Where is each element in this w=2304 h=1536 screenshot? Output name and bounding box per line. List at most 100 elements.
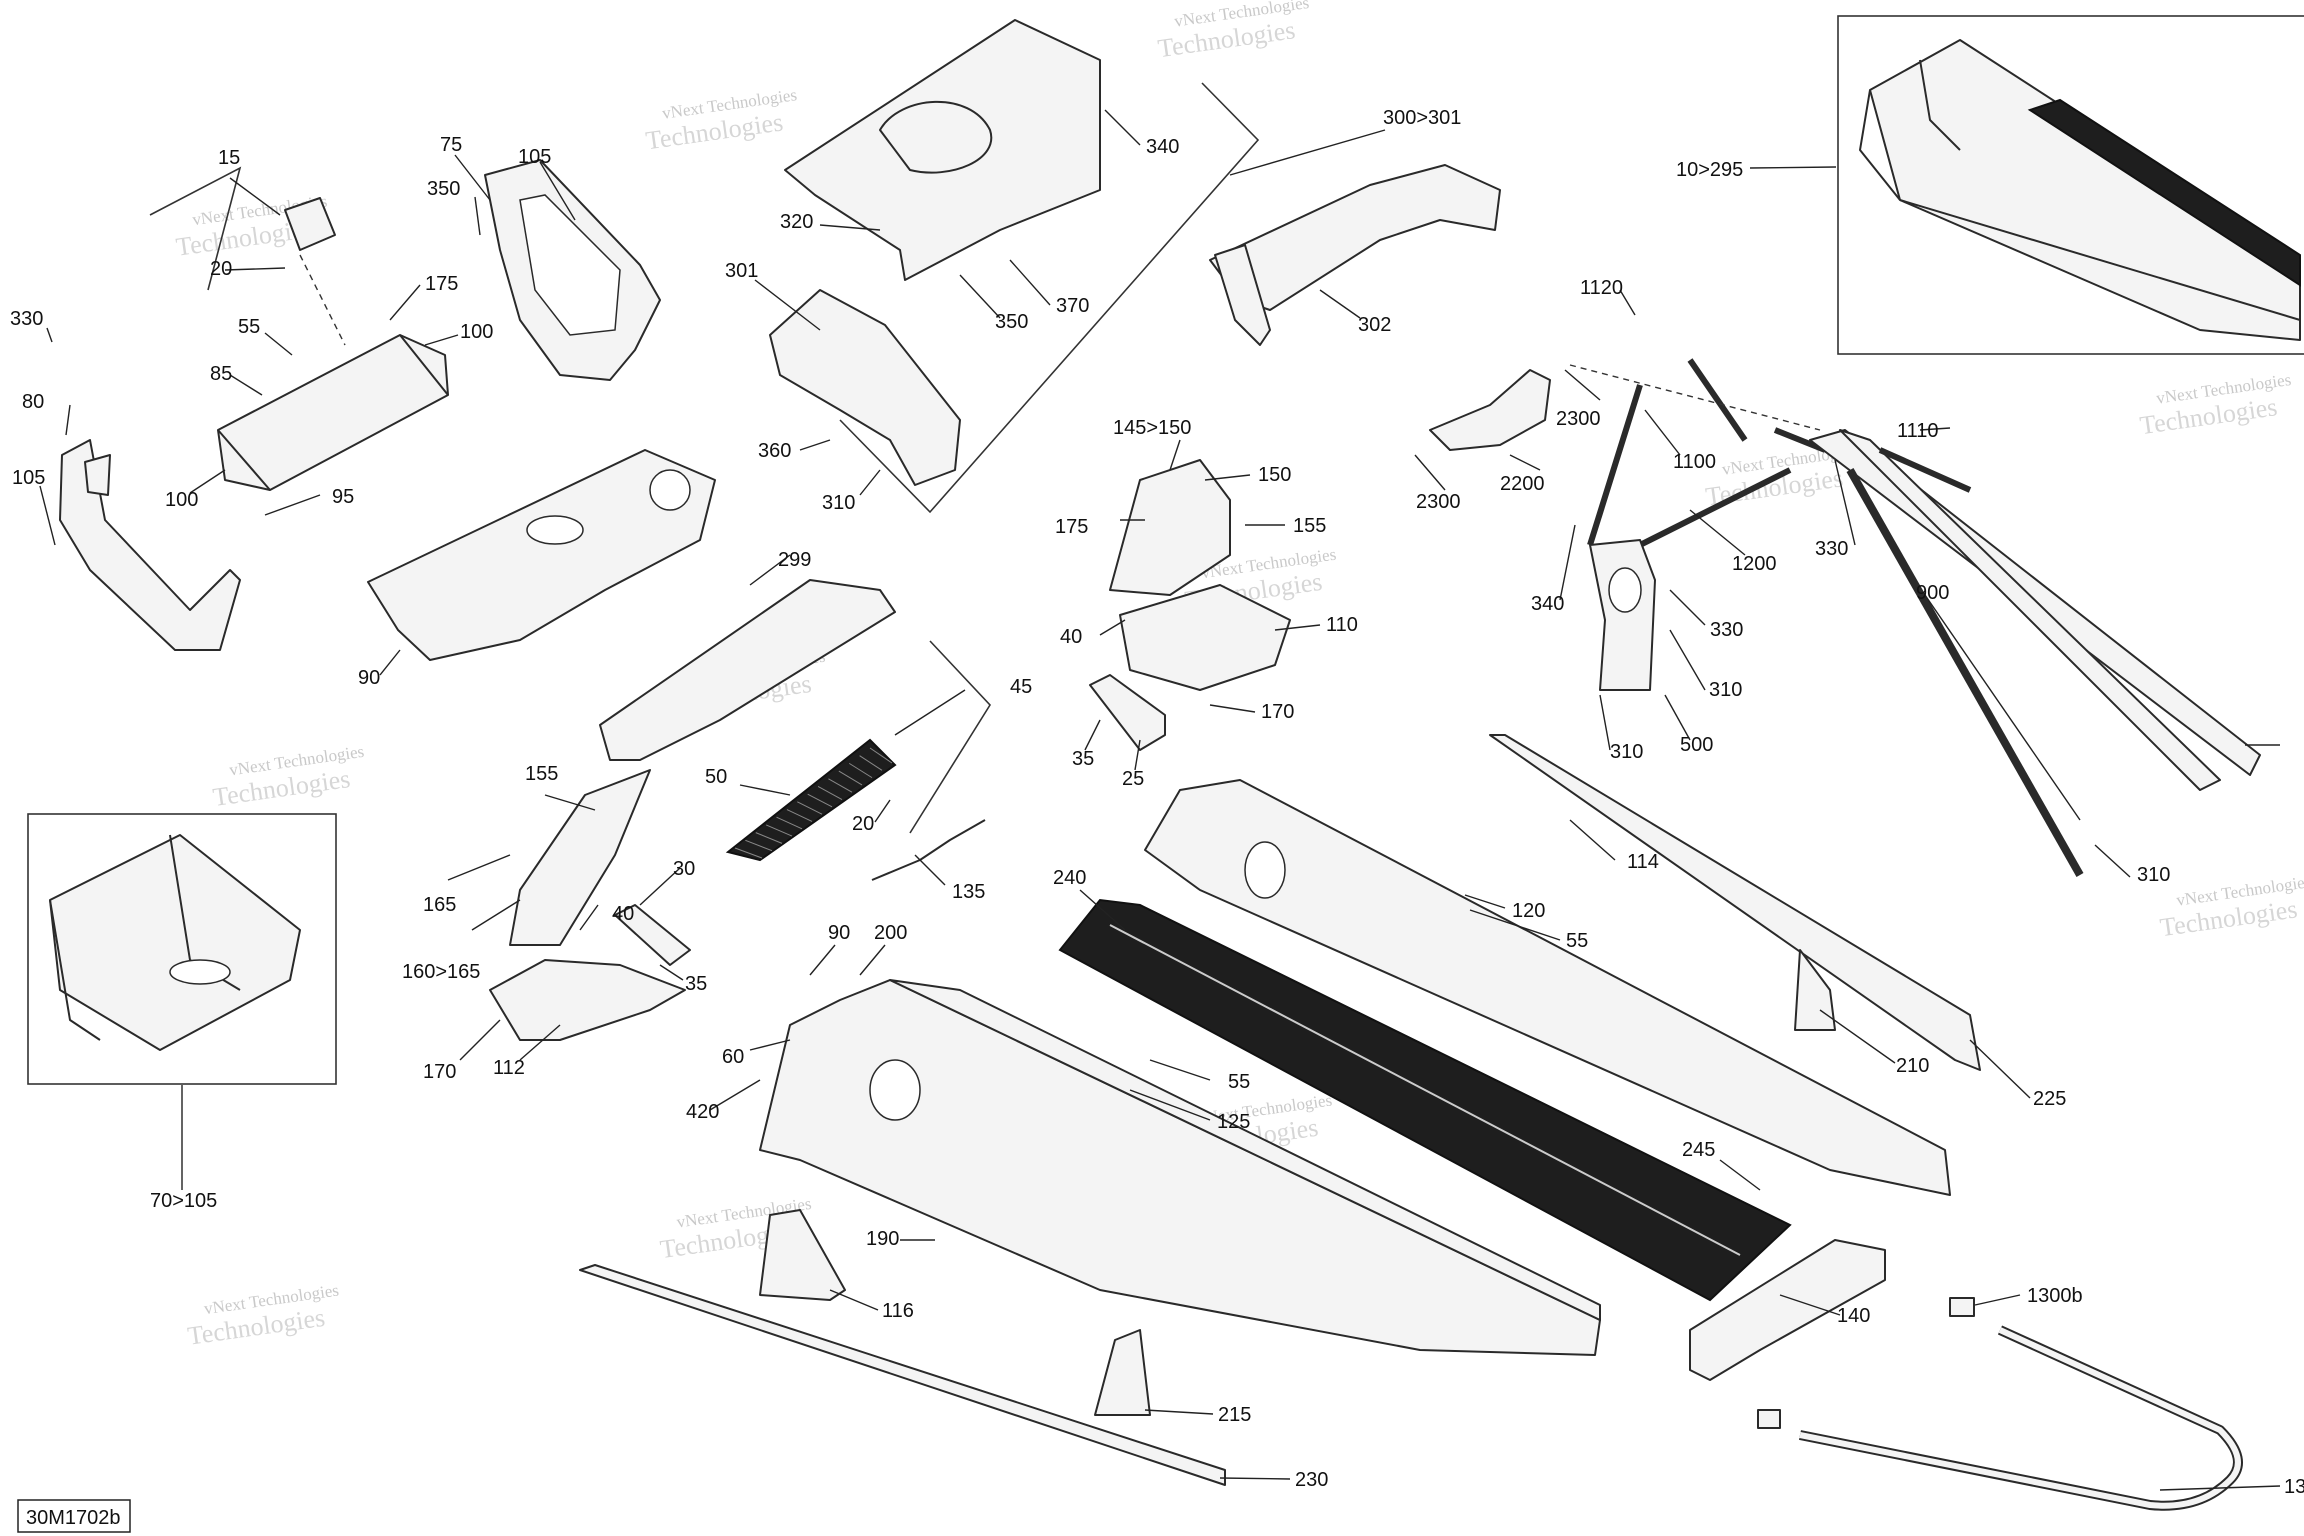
callout: 35 [1072,748,1094,770]
callout: 320 [780,211,813,233]
callout: 95 [332,486,354,508]
callout: 75 [440,134,462,156]
diagram-code-box: 30M1702b [17,1499,131,1533]
callout: 2200 [1500,473,1545,495]
part-tunnel-left [759,979,1601,1356]
full-chassis-inset-drawing [1859,39,2301,341]
callout: 170 [423,1061,456,1083]
part-210-triangle [1794,949,1836,1031]
front-frame-inset-drawing [49,834,301,1051]
callout: 40 [1060,626,1082,648]
callout: 310 [1610,741,1643,763]
callout: 55 [238,316,260,338]
callout: 15 [218,147,240,169]
callout: 25 [1122,768,1144,790]
part-80-front-bracket [59,439,241,651]
callout: 340 [1531,593,1564,615]
callout: 301 [725,260,758,282]
part-360-steering-support [769,289,961,486]
fin-line [776,816,803,830]
callout: 55 [1566,930,1588,952]
callout: 125 [1217,1111,1250,1133]
callout: 105 [518,146,551,168]
fin-line [807,793,833,808]
part-299-cover [599,579,896,761]
callout: 900 [1916,582,1949,604]
callout: 150 [1258,464,1291,486]
part-225-running-board [1489,734,1981,1071]
callout: 330 [10,308,43,330]
callout: 1300b [2027,1285,2083,1307]
callout: 90 [828,922,850,944]
part-90-belly-pan [367,449,716,661]
callout: 310 [2137,864,2170,886]
callout: 310 [1709,679,1742,701]
callout: 360 [758,440,791,462]
callout: 350 [995,311,1028,333]
callout-labels: 15 20 55 85 100 100 95 330 80 105 75 105… [10,107,2304,1498]
callout: 13 [2284,1476,2304,1498]
callout: 500 [1680,734,1713,756]
callout: 20 [210,258,232,280]
callout: 155 [525,763,558,785]
callout: 112 [493,1057,525,1079]
callout: 1110 [1897,420,1939,442]
part-85-plate [217,334,449,491]
callout: 40 [612,903,634,925]
fin-line [817,786,843,800]
part-116-bracket [759,1209,846,1301]
callout: 2300 [1556,408,1601,430]
fin-line [797,801,823,815]
callout: 299 [778,549,811,571]
callout: 240 [1053,867,1086,889]
part-2200 [1429,369,1551,451]
callout: 60 [722,1046,744,1068]
callout: 90 [358,667,380,689]
part-215-triangle [1094,1329,1151,1416]
callout: 10>295 [1676,159,1743,181]
callout: 1100 [1673,451,1716,473]
fin-line [786,809,813,822]
part-160-165-panel [509,769,651,946]
callout: 340 [1146,136,1179,158]
part-45-heat-exchanger [725,738,897,862]
callout: 55 [1228,1071,1250,1093]
callout: 175 [1055,516,1088,538]
fin-line [848,762,873,779]
part-112-pan [489,959,686,1041]
callout: 1120 [1580,277,1623,299]
callout: 145>150 [1113,417,1191,439]
callout: 100 [165,489,198,511]
callout: 245 [1682,1139,1715,1161]
heat-exchanger-fins [734,747,893,859]
callout: 80 [22,391,44,413]
callout: 114 [1627,851,1659,873]
callout: 140 [1837,1305,1870,1327]
fin-line [734,847,763,859]
part-1300b-bracket [1757,1297,1975,1429]
fin-line [838,770,863,786]
callout: 155 [1293,515,1326,537]
part-tunnel-right [1144,779,1951,1196]
callout: 2300 [1416,491,1461,513]
part-500-bracket [1589,539,1656,691]
callout: 110 [1326,614,1358,636]
callout: 35 [685,973,707,995]
part-320-top-frame [784,19,1101,281]
part-15-bracket [284,197,336,251]
callout: 20 [852,813,874,835]
group-bracket-15 [149,166,242,291]
diagram-code: 30M1702b [26,1507,121,1529]
callout: 330 [1815,538,1848,560]
fin-line [745,839,773,852]
callout: 160>165 [402,961,480,983]
callout: 120 [1512,900,1545,922]
part-135-strap [871,819,986,881]
callout: 370 [1056,295,1089,317]
callout: 420 [686,1101,719,1123]
